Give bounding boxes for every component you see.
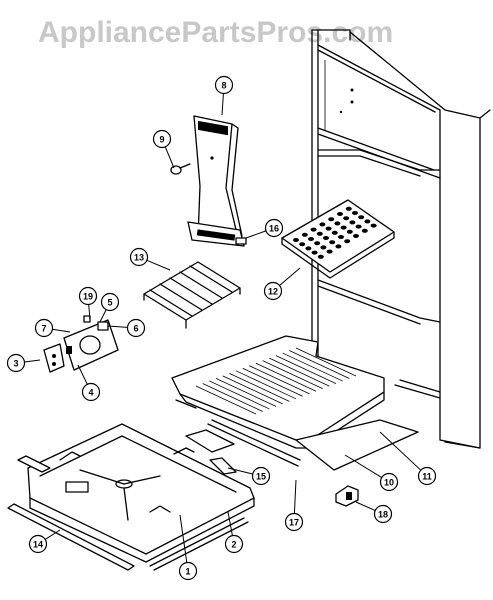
callout-9: 9 — [152, 129, 175, 169]
callout-3-label: 3 — [13, 359, 18, 369]
callout-4-label: 4 — [88, 388, 93, 398]
ice-cube-tray — [281, 199, 395, 279]
trim-part-15 — [209, 457, 237, 475]
callout-5-label: 5 — [107, 298, 112, 308]
callout-1: 1 — [178, 514, 198, 581]
callout-6-label: 6 — [133, 324, 138, 334]
callout-16-label: 16 — [269, 224, 279, 234]
control-assembly — [43, 315, 119, 373]
callout-18-label: 18 — [378, 510, 388, 520]
callout-13-label: 13 — [134, 253, 144, 263]
crisper-pan — [175, 399, 419, 471]
callout-5: 5 — [99, 292, 120, 323]
callout-17: 17 — [284, 479, 304, 532]
callout-15-label: 15 — [256, 472, 266, 482]
callout-6: 6 — [107, 318, 146, 338]
callout-1-label: 1 — [185, 567, 190, 577]
callout-11: 11 — [379, 431, 437, 486]
callout-14: 14 — [28, 529, 61, 554]
callout-7-label: 7 — [41, 324, 46, 334]
callout-12-label: 12 — [268, 287, 278, 297]
callout-4: 4 — [77, 364, 101, 402]
callout-8: 8 — [214, 75, 234, 116]
callout-11-label: 11 — [422, 472, 432, 482]
callout-17-label: 17 — [289, 518, 299, 528]
callout-7: 7 — [34, 318, 71, 338]
trim-strip-part-2 — [149, 517, 249, 571]
callout-12: 12 — [263, 267, 301, 301]
wire-shelf — [143, 261, 241, 329]
callout-15: 15 — [227, 466, 271, 486]
crisper-cover-shelf — [171, 335, 385, 449]
clip-part-16 — [235, 237, 247, 245]
callout-14-label: 14 — [33, 540, 43, 550]
cabinet-outline — [311, 29, 491, 449]
callout-9-label: 9 — [159, 135, 164, 145]
air-duct-panel — [187, 115, 245, 247]
callout-2: 2 — [224, 511, 244, 554]
watermark-text: AppliancePartsPros.com — [38, 16, 393, 49]
callout-18: 18 — [355, 501, 393, 524]
callout-13: 13 — [129, 247, 171, 271]
callout-2-label: 2 — [231, 540, 236, 550]
callout-8-label: 8 — [221, 81, 226, 91]
callout-19: 19 — [78, 286, 98, 321]
callout-19-label: 19 — [83, 292, 93, 302]
callout-3: 3 — [6, 353, 41, 373]
bracket-part-18 — [335, 485, 359, 507]
floor-pan — [27, 423, 255, 563]
screw-part-9 — [170, 163, 191, 175]
trim-strip-part-14 — [7, 455, 135, 571]
callout-10-label: 10 — [384, 478, 394, 488]
callout-10: 10 — [344, 454, 399, 492]
callout-16: 16 — [245, 218, 284, 239]
